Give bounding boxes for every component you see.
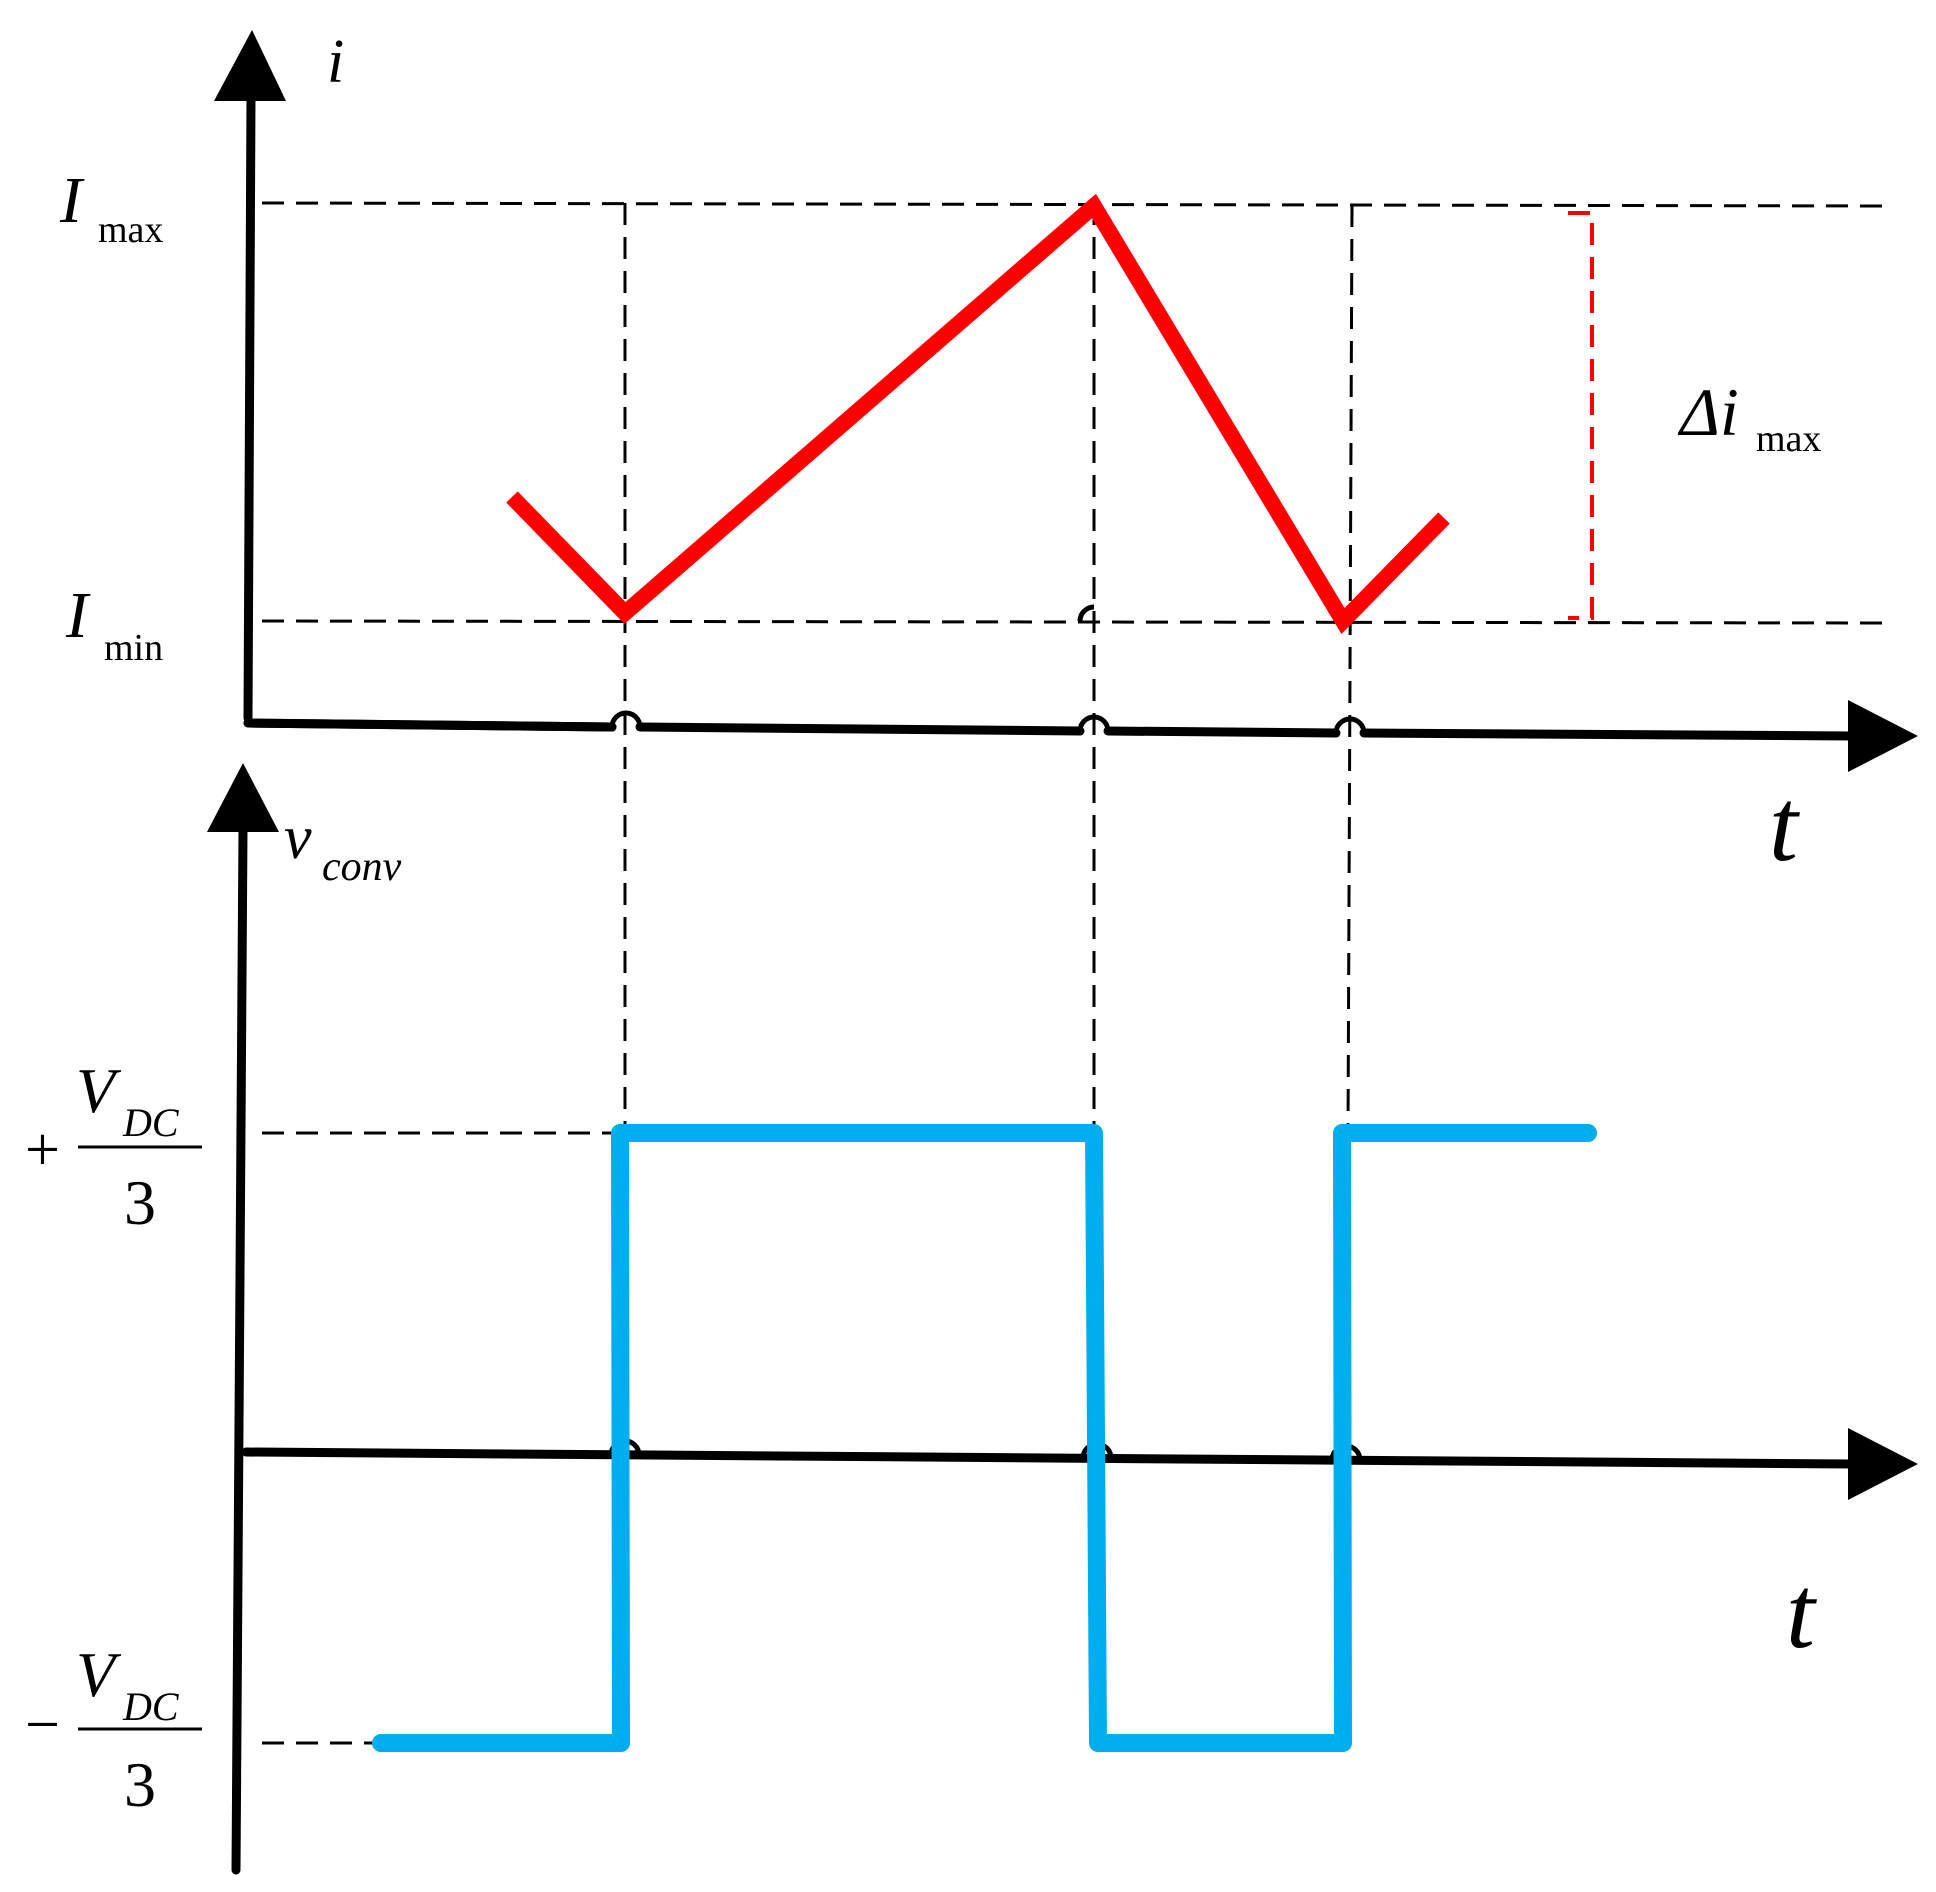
- vneg-numerator: V: [76, 1639, 122, 1710]
- hysteresis-band-bracket: [1568, 211, 1594, 620]
- vneg-numerator-subscript: DC: [122, 1684, 180, 1729]
- voltage-t-axis-arrowhead: [1848, 1428, 1918, 1500]
- delta-i-max-subscript: max: [1756, 418, 1821, 460]
- vpos-numerator-subscript: DC: [122, 1100, 180, 1145]
- current-t-axis-seg-3: [1103, 726, 1341, 738]
- current-t-axis-seg-1: [243, 718, 617, 732]
- voltage-axis-label: v: [284, 804, 312, 872]
- vpos-denominator: 3: [124, 1167, 156, 1238]
- current-y-axis: [243, 91, 256, 723]
- vneg-denominator: 3: [124, 1749, 156, 1820]
- axis-crossing-hop-1: [609, 710, 643, 728]
- imax-subscript: max: [98, 209, 163, 251]
- voltage-axis-subscript: conv: [322, 844, 402, 890]
- time-axis-label-top: t: [1769, 768, 1800, 883]
- vpos-sign: +: [25, 1116, 60, 1184]
- axis-crossing-hop-3: [1333, 716, 1367, 734]
- current-t-axis-arrowhead: [1848, 700, 1918, 772]
- imin-crossing-hop: [1077, 604, 1095, 622]
- voltage-y-axis: [231, 825, 248, 1875]
- time-axis-label-bottom: t: [1786, 1555, 1817, 1670]
- current-t-axis-seg-4: [1359, 728, 1857, 741]
- voltage-y-axis-arrowhead: [207, 763, 279, 832]
- voltage-t-axis: [241, 1447, 1857, 1469]
- vpos-numerator: V: [76, 1055, 122, 1126]
- current-ripple-waveform: [506, 193, 1450, 634]
- current-panel: i t I max I min Δi max: [59, 28, 1918, 883]
- switch-dashed-line-3: [1346, 204, 1354, 1134]
- guide-lines: [261, 201, 1891, 1745]
- imin-dashed-line: [261, 619, 1891, 625]
- imin-subscript: min: [104, 627, 163, 669]
- current-y-axis-arrowhead: [214, 30, 286, 101]
- delta-i-max-label: Δi: [1677, 374, 1739, 450]
- voltage-panel: v conv t + V DC 3 − V DC 3: [25, 763, 1918, 1875]
- current-axis-label: i: [327, 28, 344, 96]
- current-t-axis-seg-2: [635, 722, 1085, 736]
- imax-label: I: [59, 164, 85, 237]
- converter-voltage-waveform: [372, 1124, 1597, 1752]
- imax-dashed-line: [261, 201, 1891, 208]
- vneg-sign: −: [25, 1691, 60, 1759]
- axis-crossing-hop-2: [1077, 714, 1111, 732]
- imin-label: I: [65, 579, 91, 652]
